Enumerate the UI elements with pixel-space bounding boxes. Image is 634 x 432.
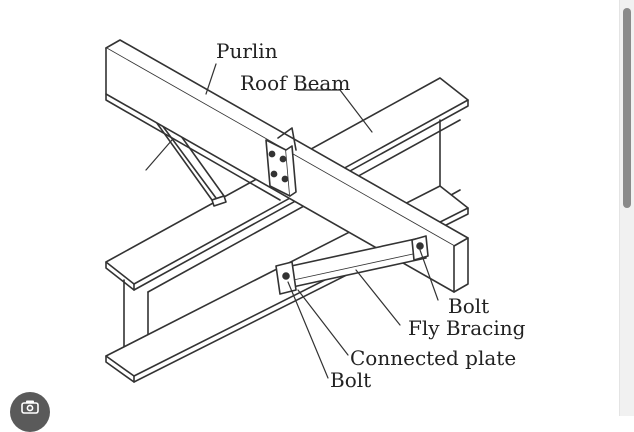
label-bolt-top: Bolt xyxy=(448,294,490,318)
camera-icon xyxy=(21,400,39,414)
label-connected-plate: Connected plate xyxy=(350,346,517,370)
roof-framing-diagram xyxy=(105,39,469,383)
fly-bracing-leader xyxy=(355,269,401,326)
fly-bracing-bolt-right xyxy=(416,242,424,250)
camera-lens-icon[interactable] xyxy=(10,392,50,432)
connected-plate-leader xyxy=(297,289,349,356)
purlin-leader xyxy=(205,63,217,95)
roof-beam-leader xyxy=(297,89,373,133)
label-roof-beam: Roof Beam xyxy=(240,71,351,95)
label-purlin: Purlin xyxy=(216,39,278,63)
cleat-bolt xyxy=(268,150,276,158)
scrollbar-thumb[interactable] xyxy=(623,8,631,208)
bolt-top-leader xyxy=(419,249,439,301)
cleat-bolt xyxy=(270,170,278,178)
cleat-plate xyxy=(265,127,297,197)
cleat-bolt xyxy=(279,155,287,163)
leader-lines xyxy=(145,63,439,379)
cleat-bolt xyxy=(281,175,289,183)
fly-bracing-bolt-left xyxy=(282,272,290,280)
label-bolt-bottom: Bolt xyxy=(330,368,372,392)
scrollbar-track[interactable] xyxy=(619,0,634,416)
label-fly-bracing: Fly Bracing xyxy=(408,316,526,340)
bolt-bottom-leader xyxy=(287,281,329,379)
left-strut-leader xyxy=(145,139,173,171)
